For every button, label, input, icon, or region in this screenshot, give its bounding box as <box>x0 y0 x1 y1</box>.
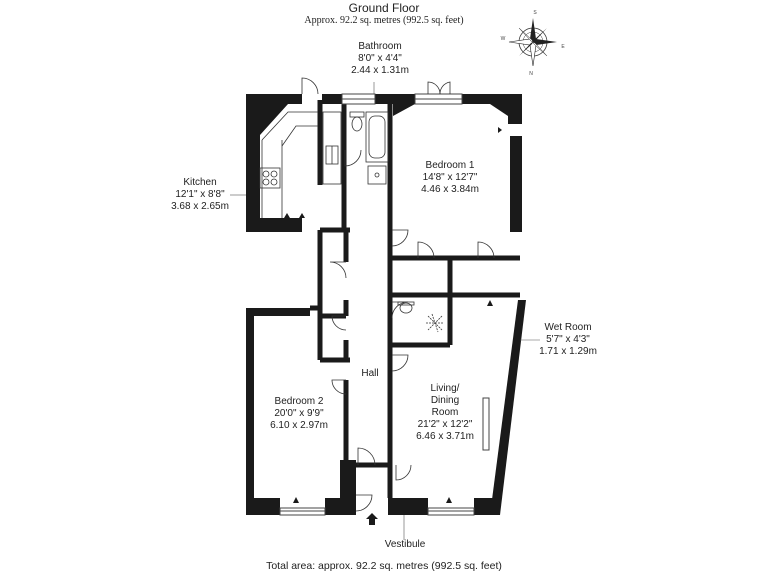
bedroom1-label: Bedroom 1 14'8" x 12'7" 4.46 x 3.84m <box>410 160 490 196</box>
outer-walls <box>246 94 526 515</box>
bedroom2-imperial: 20'0" x 9'9" <box>274 408 324 419</box>
bedroom1-imperial: 14'8" x 12'7" <box>422 172 478 183</box>
living-imperial: 21'2" x 12'2" <box>417 419 473 430</box>
radiator-marks <box>256 127 502 503</box>
compass-s-letter: S <box>533 10 537 16</box>
hall-label: Hall <box>350 368 390 380</box>
wetroom-imperial: 5'7" x 4'3" <box>546 334 590 345</box>
vestibule-label: Vestibule <box>375 539 435 551</box>
kitchen-units <box>259 111 342 218</box>
compass-icon: S N E W <box>501 10 566 77</box>
plan-subtitle: Approx. 92.2 sq. metres (992.5 sq. feet) <box>304 15 464 26</box>
plan-title: Ground Floor <box>348 1 420 15</box>
wetroom-metric: 1.71 x 1.29m <box>539 346 597 357</box>
bathroom-label: Bathroom 8'0" x 4'4" 2.44 x 1.31m <box>330 41 430 77</box>
living-label: Living/ Dining Room 21'2" x 12'2" 6.46 x… <box>405 383 485 443</box>
compass-w-letter: W <box>501 36 506 42</box>
compass-n-letter: N <box>529 71 533 77</box>
vestibule-name: Vestibule <box>384 539 426 550</box>
bedroom2-name: Bedroom 2 <box>274 396 324 407</box>
living-line3: Room <box>431 407 459 418</box>
hall-name: Hall <box>361 368 379 379</box>
bathroom-imperial: 8'0" x 4'4" <box>358 53 402 64</box>
kitchen-imperial: 12'1" x 8'8" <box>175 189 225 200</box>
bedroom1-name: Bedroom 1 <box>425 160 475 171</box>
kitchen-metric: 3.68 x 2.65m <box>171 201 229 212</box>
wetroom-fixtures <box>397 301 444 333</box>
compass-e-letter: E <box>561 44 565 50</box>
total-area-footer: Total area: approx. 92.2 sq. metres (992… <box>266 560 502 572</box>
windows <box>279 93 490 516</box>
bedroom2-metric: 6.10 x 2.97m <box>270 420 328 431</box>
interior-walls <box>256 100 520 498</box>
entrance-arrow-icon <box>366 513 378 525</box>
living-metric: 6.46 x 3.71m <box>416 431 474 442</box>
bathroom-metric: 2.44 x 1.31m <box>351 65 409 76</box>
bedroom2-label: Bedroom 2 20'0" x 9'9" 6.10 x 2.97m <box>259 396 339 432</box>
bedroom1-metric: 4.46 x 3.84m <box>421 184 479 195</box>
living-line1: Living/ <box>430 383 460 394</box>
kitchen-name: Kitchen <box>183 177 217 188</box>
living-line2: Dining <box>430 395 460 406</box>
bathroom-fixtures <box>349 111 389 185</box>
wetroom-name: Wet Room <box>544 322 592 333</box>
door-swings <box>301 77 495 512</box>
bathroom-name: Bathroom <box>358 41 402 52</box>
wetroom-label: Wet Room 5'7" x 4'3" 1.71 x 1.29m <box>528 322 608 358</box>
kitchen-label: Kitchen 12'1" x 8'8" 3.68 x 2.65m <box>160 177 240 213</box>
